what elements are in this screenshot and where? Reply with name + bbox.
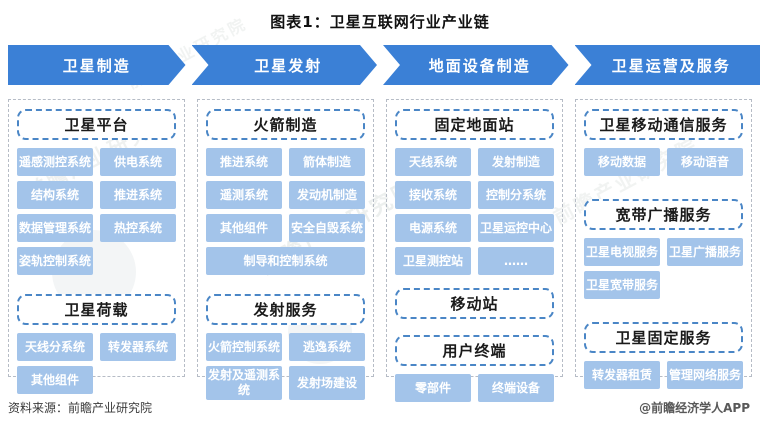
chain-item: 天线系统 [395, 148, 471, 176]
section: 宽带广播服务卫星电视服务卫星广播服务卫星宽带服务 [584, 199, 743, 304]
section: 固定地面站天线系统发射制造接收系统控制分系统电源系统卫星运控中心卫星测控站…… [395, 109, 554, 280]
item-row: 推进系统箭体制造 [206, 148, 365, 176]
section: 卫星固定服务转发器租赁管理网络服务 [584, 322, 743, 394]
chain-item: 卫星广播服务 [667, 238, 743, 266]
chain-item: 结构系统 [17, 181, 93, 209]
section-header: 卫星荷载 [17, 294, 176, 325]
item-row: 天线系统发射制造 [395, 148, 554, 176]
chain-item: 制导和控制系统 [206, 247, 365, 275]
chain-item: 安全自毁系统 [289, 214, 365, 242]
chain-item: 姿轨控制系统 [17, 247, 93, 275]
section-header: 卫星平台 [17, 109, 176, 140]
section: 卫星平台遥感测控系统供电系统结构系统推进系统数据管理系统热控系统姿轨控制系统 [17, 109, 176, 280]
chain-column-3: 固定地面站天线系统发射制造接收系统控制分系统电源系统卫星运控中心卫星测控站……移… [386, 99, 563, 402]
chain-item: 终端设备 [478, 374, 554, 402]
chain-item: 转发器系统 [100, 333, 176, 361]
chain-item: 遥测系统 [206, 181, 282, 209]
item-row: 其他组件 [17, 366, 176, 394]
item-row: 制导和控制系统 [206, 247, 365, 275]
page-title: 图表1：卫星互联网行业产业链 [270, 13, 490, 31]
chain-item: 卫星运控中心 [478, 214, 554, 242]
item-row: 卫星电视服务卫星广播服务 [584, 238, 743, 266]
chain-item: 控制分系统 [478, 181, 554, 209]
chain-item: 发射及遥测系统 [206, 366, 282, 400]
item-row: 移动数据移动语音 [584, 148, 743, 176]
chain-item: 遥感测控系统 [17, 148, 93, 176]
chain-item: 移动数据 [584, 148, 660, 176]
chain-item: 数据管理系统 [17, 214, 93, 242]
chain-item: 零部件 [395, 374, 471, 402]
item-row: 卫星测控站…… [395, 247, 554, 275]
section: 火箭制造推进系统箭体制造遥测系统发动机制造其他组件安全自毁系统制导和控制系统 [206, 109, 365, 280]
chain-item: 接收系统 [395, 181, 471, 209]
empty-cell [667, 271, 743, 299]
section: 发射服务火箭控制系统逃逸系统发射及遥测系统发射场建设 [206, 294, 365, 405]
section-header: 固定地面站 [395, 109, 554, 140]
chain-item: 卫星电视服务 [584, 238, 660, 266]
empty-cell [100, 366, 176, 394]
section-header: 火箭制造 [206, 109, 365, 140]
item-row: 转发器租赁管理网络服务 [584, 361, 743, 389]
chain-item: 逃逸系统 [289, 333, 365, 361]
stage-arrow-1: 卫星制造 [8, 45, 186, 85]
chain-item: 移动语音 [667, 148, 743, 176]
section-header: 卫星固定服务 [584, 322, 743, 353]
item-row: 遥感测控系统供电系统 [17, 148, 176, 176]
chain-item: 发动机制造 [289, 181, 365, 209]
chain-item: …… [478, 247, 554, 275]
chain-item: 管理网络服务 [667, 361, 743, 389]
item-row: 结构系统推进系统 [17, 181, 176, 209]
empty-cell [100, 247, 176, 275]
footer: 资料来源：前瞻产业研究院 @前瞻经济学人APP [8, 399, 750, 416]
chain-item: 其他组件 [17, 366, 93, 394]
item-row: 火箭控制系统逃逸系统 [206, 333, 365, 361]
item-row: 姿轨控制系统 [17, 247, 176, 275]
chain-item: 推进系统 [100, 181, 176, 209]
stage-arrow-4: 卫星运营及服务 [574, 45, 760, 85]
chain-item: 发射场建设 [289, 366, 365, 400]
chain-item: 热控系统 [100, 214, 176, 242]
section-header: 宽带广播服务 [584, 199, 743, 230]
chain-item: 火箭控制系统 [206, 333, 282, 361]
chain-item: 推进系统 [206, 148, 282, 176]
chain-item: 转发器租赁 [584, 361, 660, 389]
item-row: 接收系统控制分系统 [395, 181, 554, 209]
app-credit: @前瞻经济学人APP [639, 401, 750, 415]
chain-item: 天线分系统 [17, 333, 93, 361]
item-row: 其他组件安全自毁系统 [206, 214, 365, 242]
chain-item: 其他组件 [206, 214, 282, 242]
section: 用户终端零部件终端设备 [395, 335, 554, 407]
chain-item: 电源系统 [395, 214, 471, 242]
item-row: 数据管理系统热控系统 [17, 214, 176, 242]
section-header: 移动站 [395, 288, 554, 319]
source-note: 资料来源：前瞻产业研究院 [8, 401, 153, 415]
item-row: 电源系统卫星运控中心 [395, 214, 554, 242]
chain-column-1: 卫星平台遥感测控系统供电系统结构系统推进系统数据管理系统热控系统姿轨控制系统卫星… [8, 99, 185, 394]
section: 移动站 [395, 288, 554, 327]
industry-chain-diagram: 图表1：卫星互联网行业产业链 卫星制造卫星发射地面设备制造卫星运营及服务 卫星平… [8, 13, 760, 402]
chain-columns: 卫星平台遥感测控系统供电系统结构系统推进系统数据管理系统热控系统姿轨控制系统卫星… [8, 99, 752, 402]
chain-column-2: 火箭制造推进系统箭体制造遥测系统发动机制造其他组件安全自毁系统制导和控制系统发射… [197, 99, 374, 400]
item-row: 遥测系统发动机制造 [206, 181, 365, 209]
section-header: 卫星移动通信服务 [584, 109, 743, 140]
section: 卫星荷载天线分系统转发器系统其他组件 [17, 294, 176, 399]
stage-arrow-2: 卫星发射 [192, 45, 378, 85]
stage-arrow-row: 卫星制造卫星发射地面设备制造卫星运营及服务 [8, 45, 760, 85]
chain-column-4: 卫星移动通信服务移动数据移动语音宽带广播服务卫星电视服务卫星广播服务卫星宽带服务… [575, 99, 752, 389]
section-header: 用户终端 [395, 335, 554, 366]
section-header: 发射服务 [206, 294, 365, 325]
item-row: 卫星宽带服务 [584, 271, 743, 299]
stage-arrow-3: 地面设备制造 [383, 45, 569, 85]
item-row: 零部件终端设备 [395, 374, 554, 402]
chain-item: 箭体制造 [289, 148, 365, 176]
item-row: 天线分系统转发器系统 [17, 333, 176, 361]
item-row: 发射及遥测系统发射场建设 [206, 366, 365, 400]
chain-item: 卫星测控站 [395, 247, 471, 275]
section: 卫星移动通信服务移动数据移动语音 [584, 109, 743, 181]
chain-item: 发射制造 [478, 148, 554, 176]
chain-item: 卫星宽带服务 [584, 271, 660, 299]
chain-item: 供电系统 [100, 148, 176, 176]
